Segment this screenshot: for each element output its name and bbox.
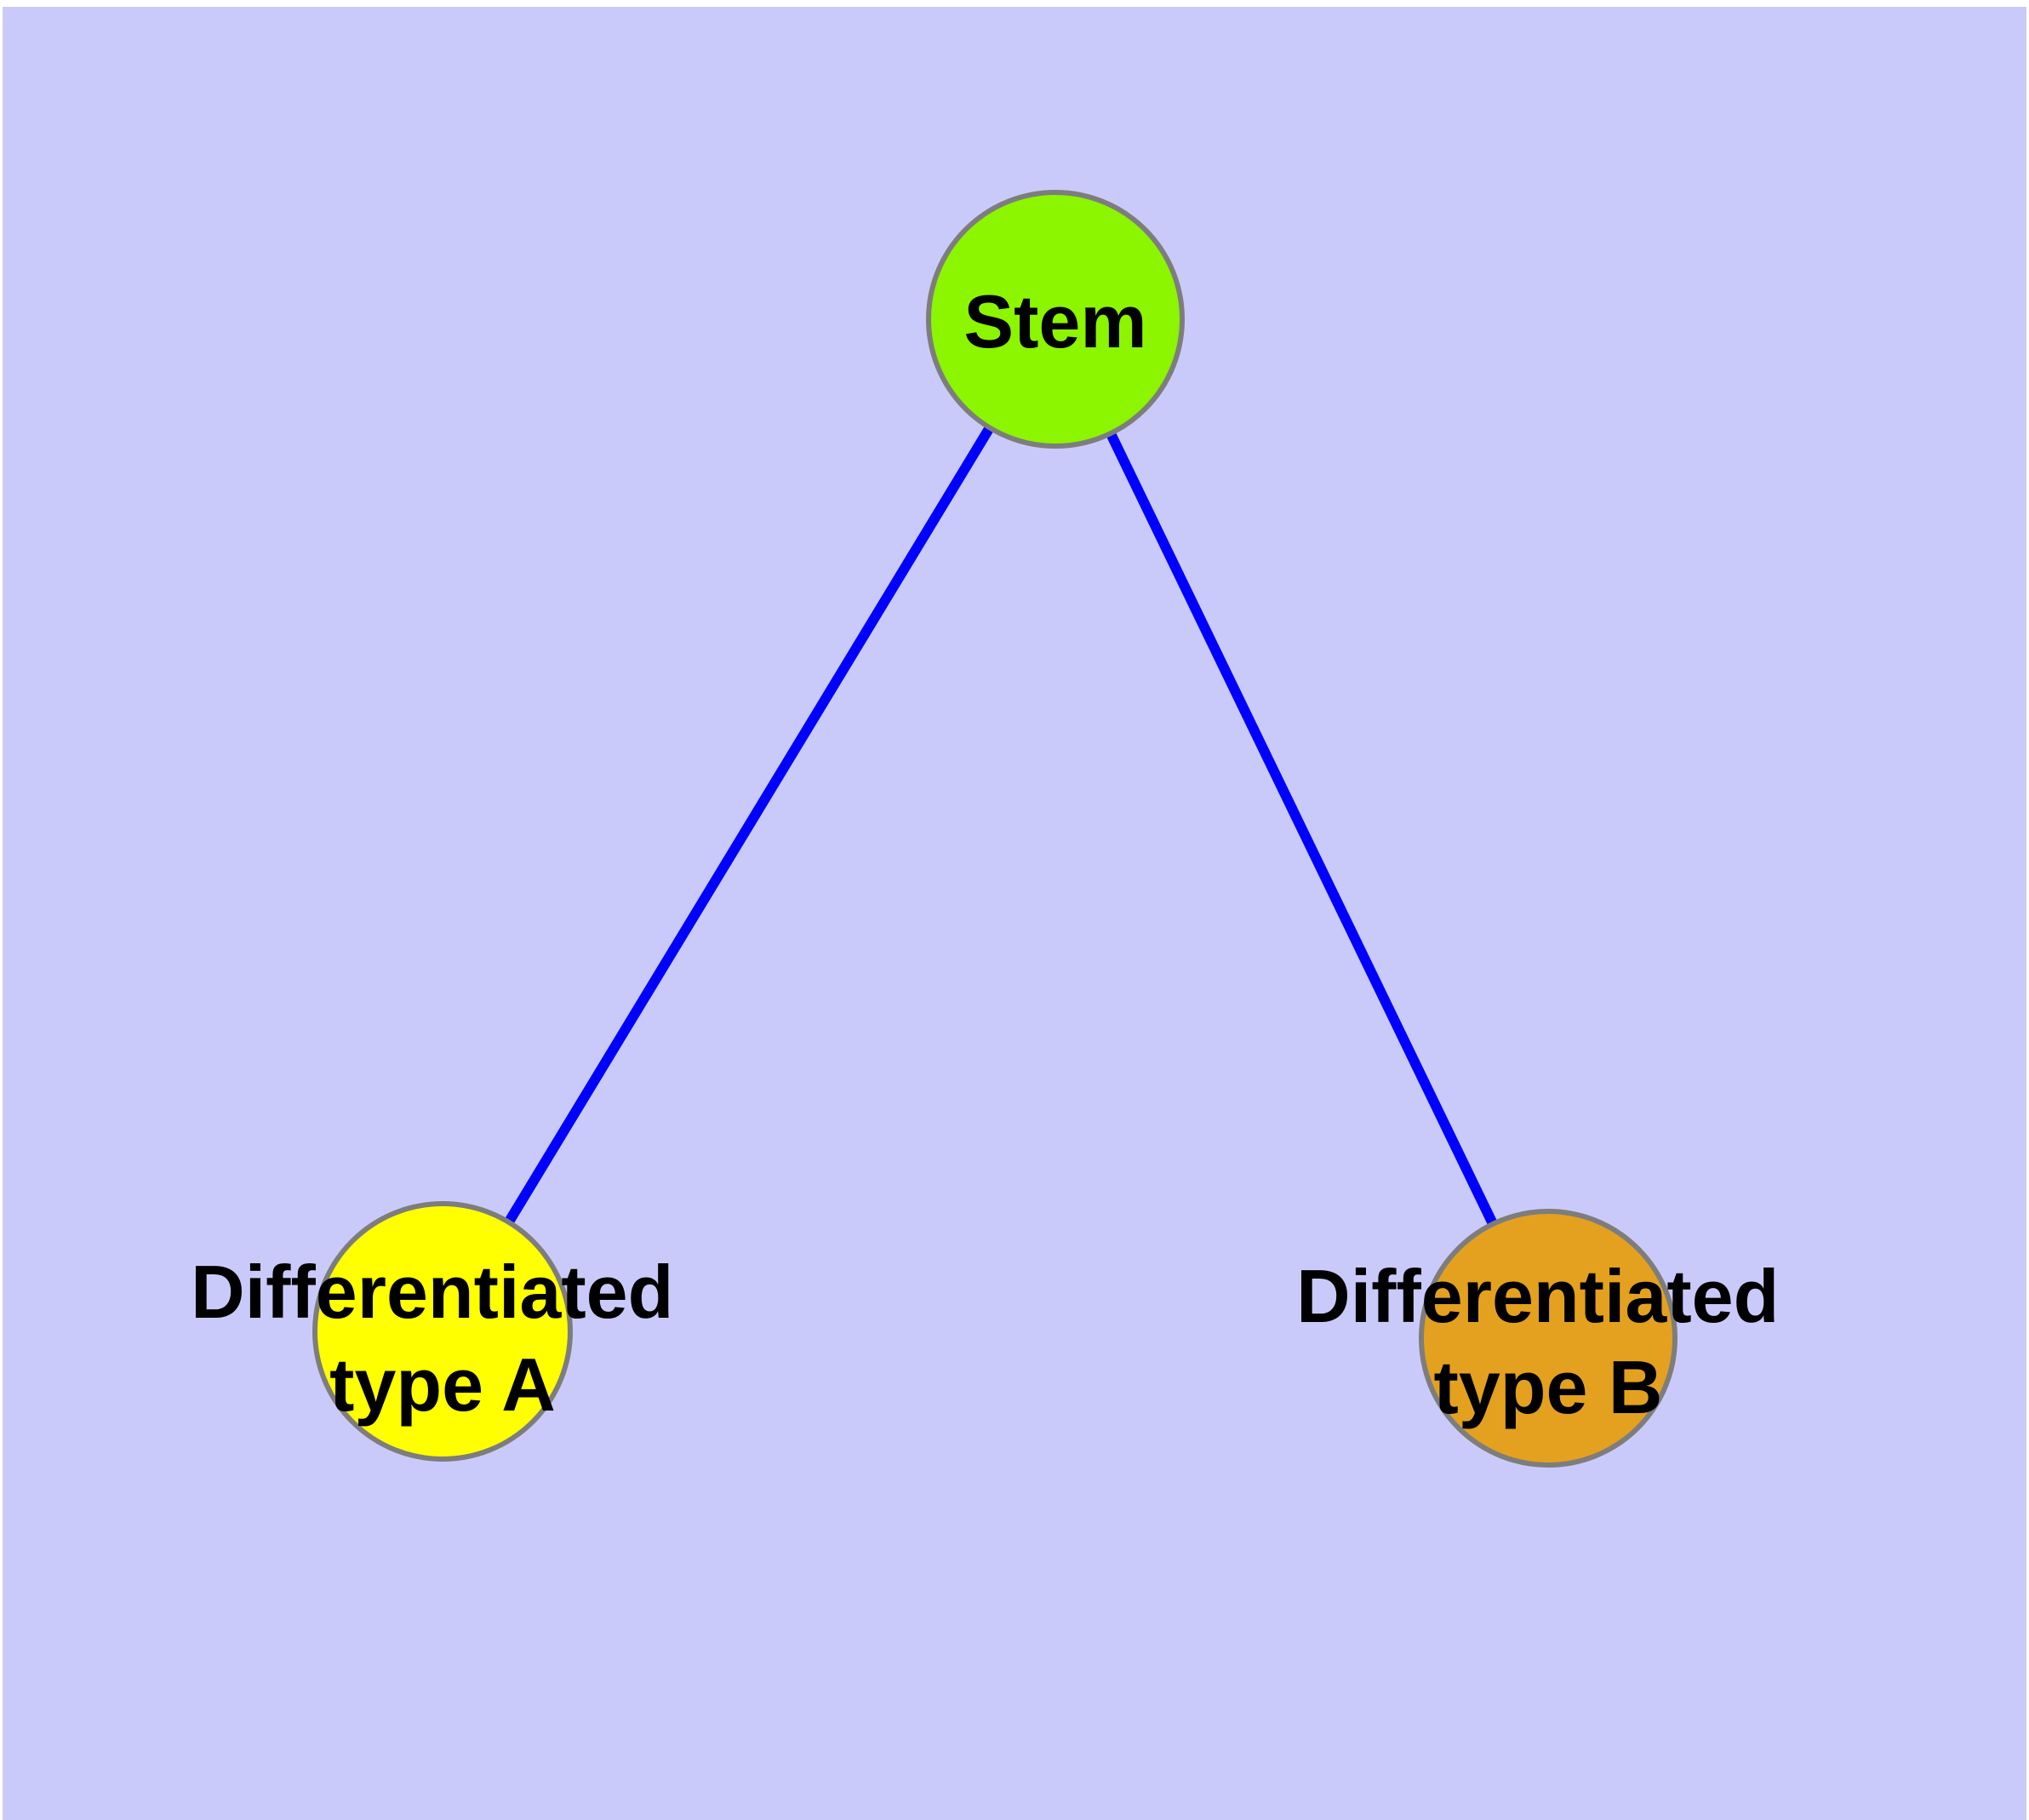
node-type-a-label-line-2: type A xyxy=(329,1342,556,1427)
node-type-b-label: Differentiated type B xyxy=(1296,1254,1800,1429)
node-type-a-label: Differentiated type A xyxy=(191,1250,694,1427)
node-type-b xyxy=(1419,1209,1677,1468)
node-type-a-label-line-1: Differentiated xyxy=(191,1250,673,1334)
node-type-b-label-line-1: Differentiated xyxy=(1296,1254,1779,1338)
edge-stem-to-type-b xyxy=(1050,317,1553,1341)
node-stem-label: Stem xyxy=(963,279,1146,363)
edge-stem-to-type-a xyxy=(437,316,1060,1335)
node-type-b-label-line-2: type B xyxy=(1434,1345,1663,1429)
node-type-a xyxy=(312,1201,573,1462)
node-stem xyxy=(926,190,1185,449)
